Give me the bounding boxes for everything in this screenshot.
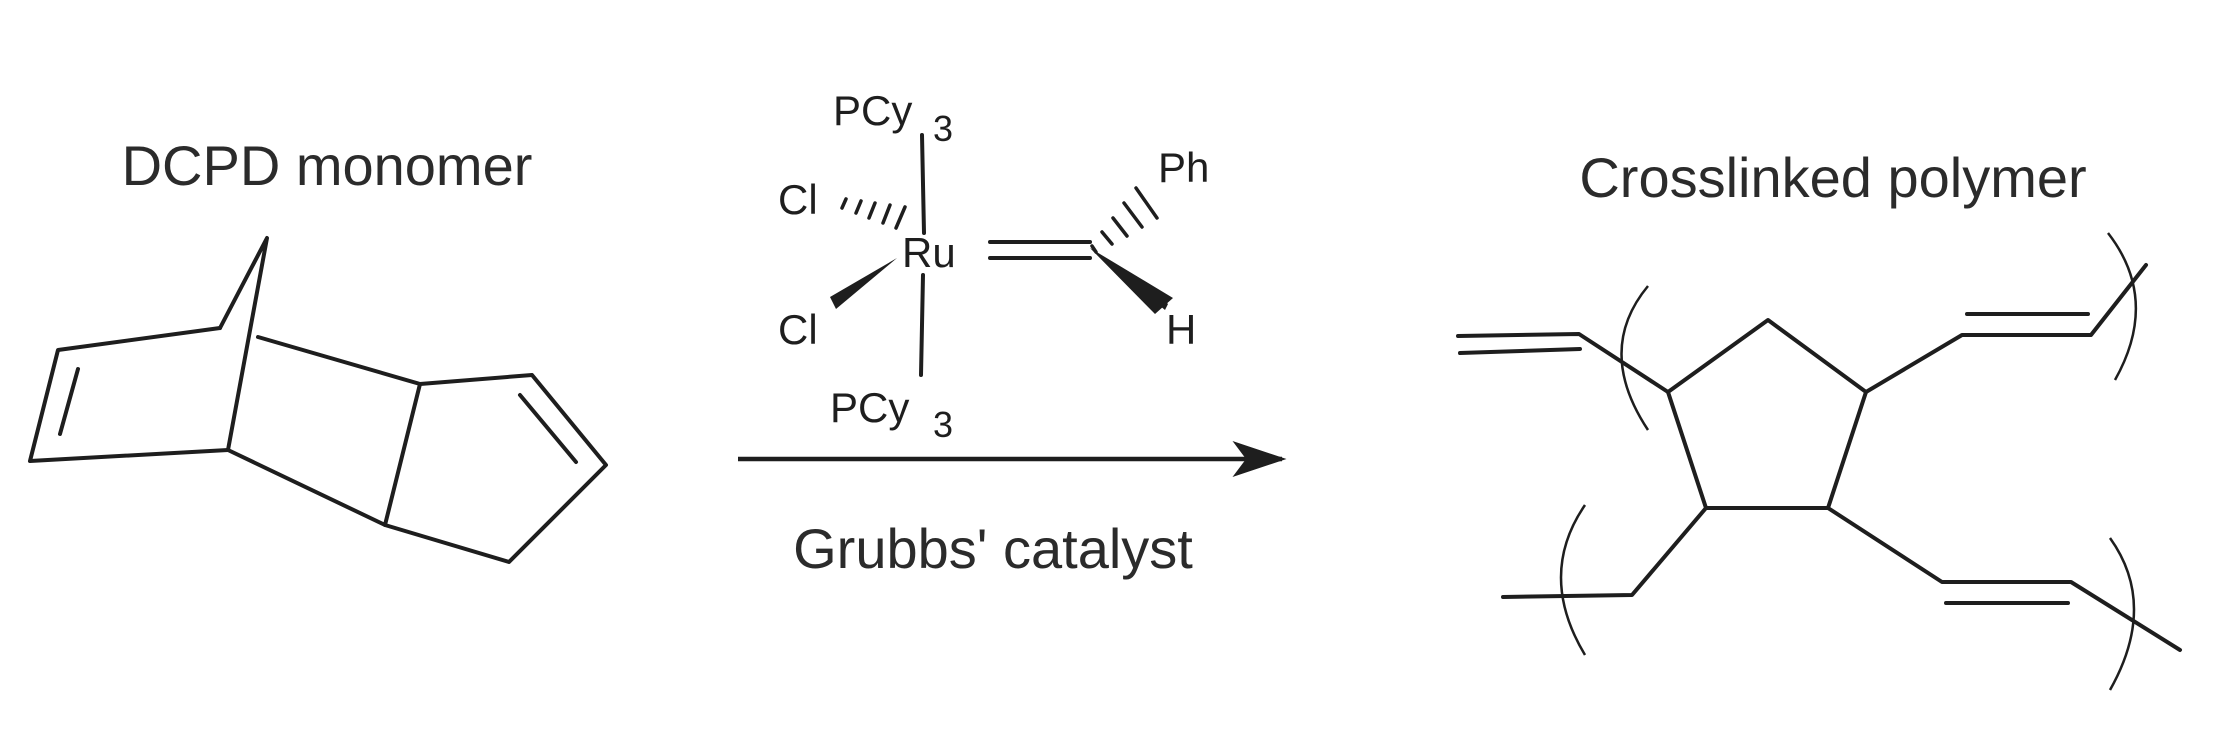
polymer-upper-right-chain: [1864, 263, 2148, 394]
dcpd-cyclopentene-double-bond: [518, 393, 578, 464]
dcpd-monomer: DCPD monomer: [28, 134, 608, 564]
polymer-upper-left-double-bond: [1458, 347, 1582, 355]
metal-center: Ru: [902, 229, 956, 276]
dcpd-structure: [28, 236, 608, 564]
monomer-title: DCPD monomer: [122, 134, 533, 197]
crosslinked-polymer: Crosslinked polymer: [1456, 146, 2182, 691]
repeat-bracket-upper-left: [1620, 285, 1650, 431]
repeat-bracket-lower-left: [1559, 504, 1587, 656]
polymer-lower-left-chain: [1501, 506, 1708, 599]
c-ph-hashed-wedge: [1090, 186, 1159, 254]
dcpd-norbornene-ring: [28, 326, 230, 463]
dcpd-cyclopentene-ring: [383, 373, 608, 564]
carbene-hydrogen: H: [1166, 306, 1196, 353]
ligand-top-label: PCy: [833, 87, 912, 134]
phosphine-bottom: PCy 3: [830, 384, 953, 445]
ru-p-bottom-bond: [919, 273, 925, 377]
phosphine-top: PCy 3: [833, 87, 953, 149]
product-title: Crosslinked polymer: [1579, 146, 2086, 209]
chloride-upper: Cl: [778, 176, 818, 223]
ligand-top-subscript: 3: [933, 108, 953, 149]
carbene-phenyl: Ph: [1158, 144, 1209, 191]
ru-cl-hashed-wedge: [840, 197, 907, 230]
polymer-structure: [1456, 232, 2182, 691]
chloride-lower: Cl: [778, 306, 818, 353]
dcpd-fused-bonds: [226, 335, 422, 527]
grubbs-catalyst: PCy 3 Ru Cl Cl PCy 3 Ph H: [738, 87, 1287, 580]
dcpd-methano-bridge: [218, 236, 269, 452]
polymer-cyclopentane-ring: [1666, 318, 1868, 510]
polymer-upper-left-chain: [1456, 332, 1670, 394]
polymer-lower-right-chain: [1826, 506, 2182, 652]
repeat-bracket-lower-right: [2108, 537, 2136, 691]
ligand-bottom-label: PCy: [830, 384, 909, 431]
repeat-bracket-upper-right: [2107, 232, 2138, 381]
dcpd-norbornene-double-bond: [58, 367, 80, 436]
c-h-solid-wedge-body: [1090, 248, 1173, 314]
catalyst-label: Grubbs' catalyst: [793, 517, 1193, 580]
ru-p-top-bond: [920, 133, 926, 235]
ligand-bottom-subscript: 3: [933, 404, 953, 445]
ru-cl-solid-wedge: [830, 258, 897, 309]
